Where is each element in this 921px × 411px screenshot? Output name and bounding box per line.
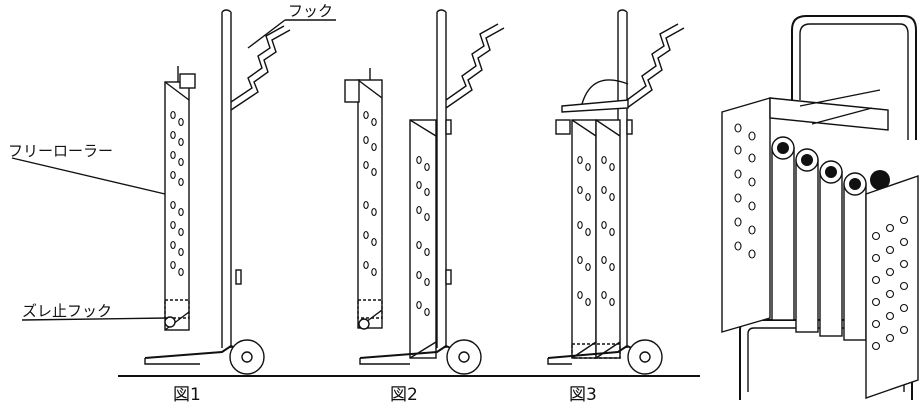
fig1-hook-bracket <box>230 29 291 111</box>
iso-handle <box>791 15 917 140</box>
fig2-upright <box>436 9 447 348</box>
figure-3-caption: 図3 <box>569 385 597 405</box>
fig1-dots <box>170 110 184 277</box>
fig1-roller-panel <box>164 81 190 331</box>
fig1-upright <box>221 9 232 348</box>
fig1-wheel <box>229 339 265 375</box>
hook-label: フック <box>288 2 333 20</box>
slip-stop-leader <box>21 317 169 321</box>
figure-1 <box>11 9 336 375</box>
fig2-wheel <box>446 339 482 375</box>
figure-3 <box>547 9 685 375</box>
iso-roller <box>795 159 819 333</box>
fig3-top-bar <box>561 99 629 113</box>
iso-roller <box>819 171 843 337</box>
fig2-lower-panel <box>409 119 437 359</box>
fig3-panel-right <box>595 119 621 359</box>
fig2-raised-panel <box>357 79 383 329</box>
figure-2-caption: 図2 <box>390 385 418 405</box>
free-roller-label: フリーローラー <box>8 142 113 160</box>
hook-leader <box>247 19 286 49</box>
iso-right-panel <box>865 175 919 399</box>
figure-1-caption: 図1 <box>173 385 201 405</box>
iso-left-panel <box>721 97 771 333</box>
fig3-panel-left <box>571 119 597 359</box>
fig3-wheel <box>627 339 663 375</box>
free-roller-leader <box>11 157 166 195</box>
isometric-view <box>721 15 919 400</box>
slip-stop-hook-label: ズレ止フック <box>22 302 112 320</box>
iso-top-bracket <box>769 97 889 131</box>
iso-roller <box>771 147 795 321</box>
iso-roller <box>843 183 867 341</box>
fig3-rotation-arc <box>581 79 629 105</box>
fig1-hook-bracket-inner <box>230 25 285 103</box>
fig1-slip-stop-hook <box>164 299 190 319</box>
figure-2 <box>344 9 505 375</box>
